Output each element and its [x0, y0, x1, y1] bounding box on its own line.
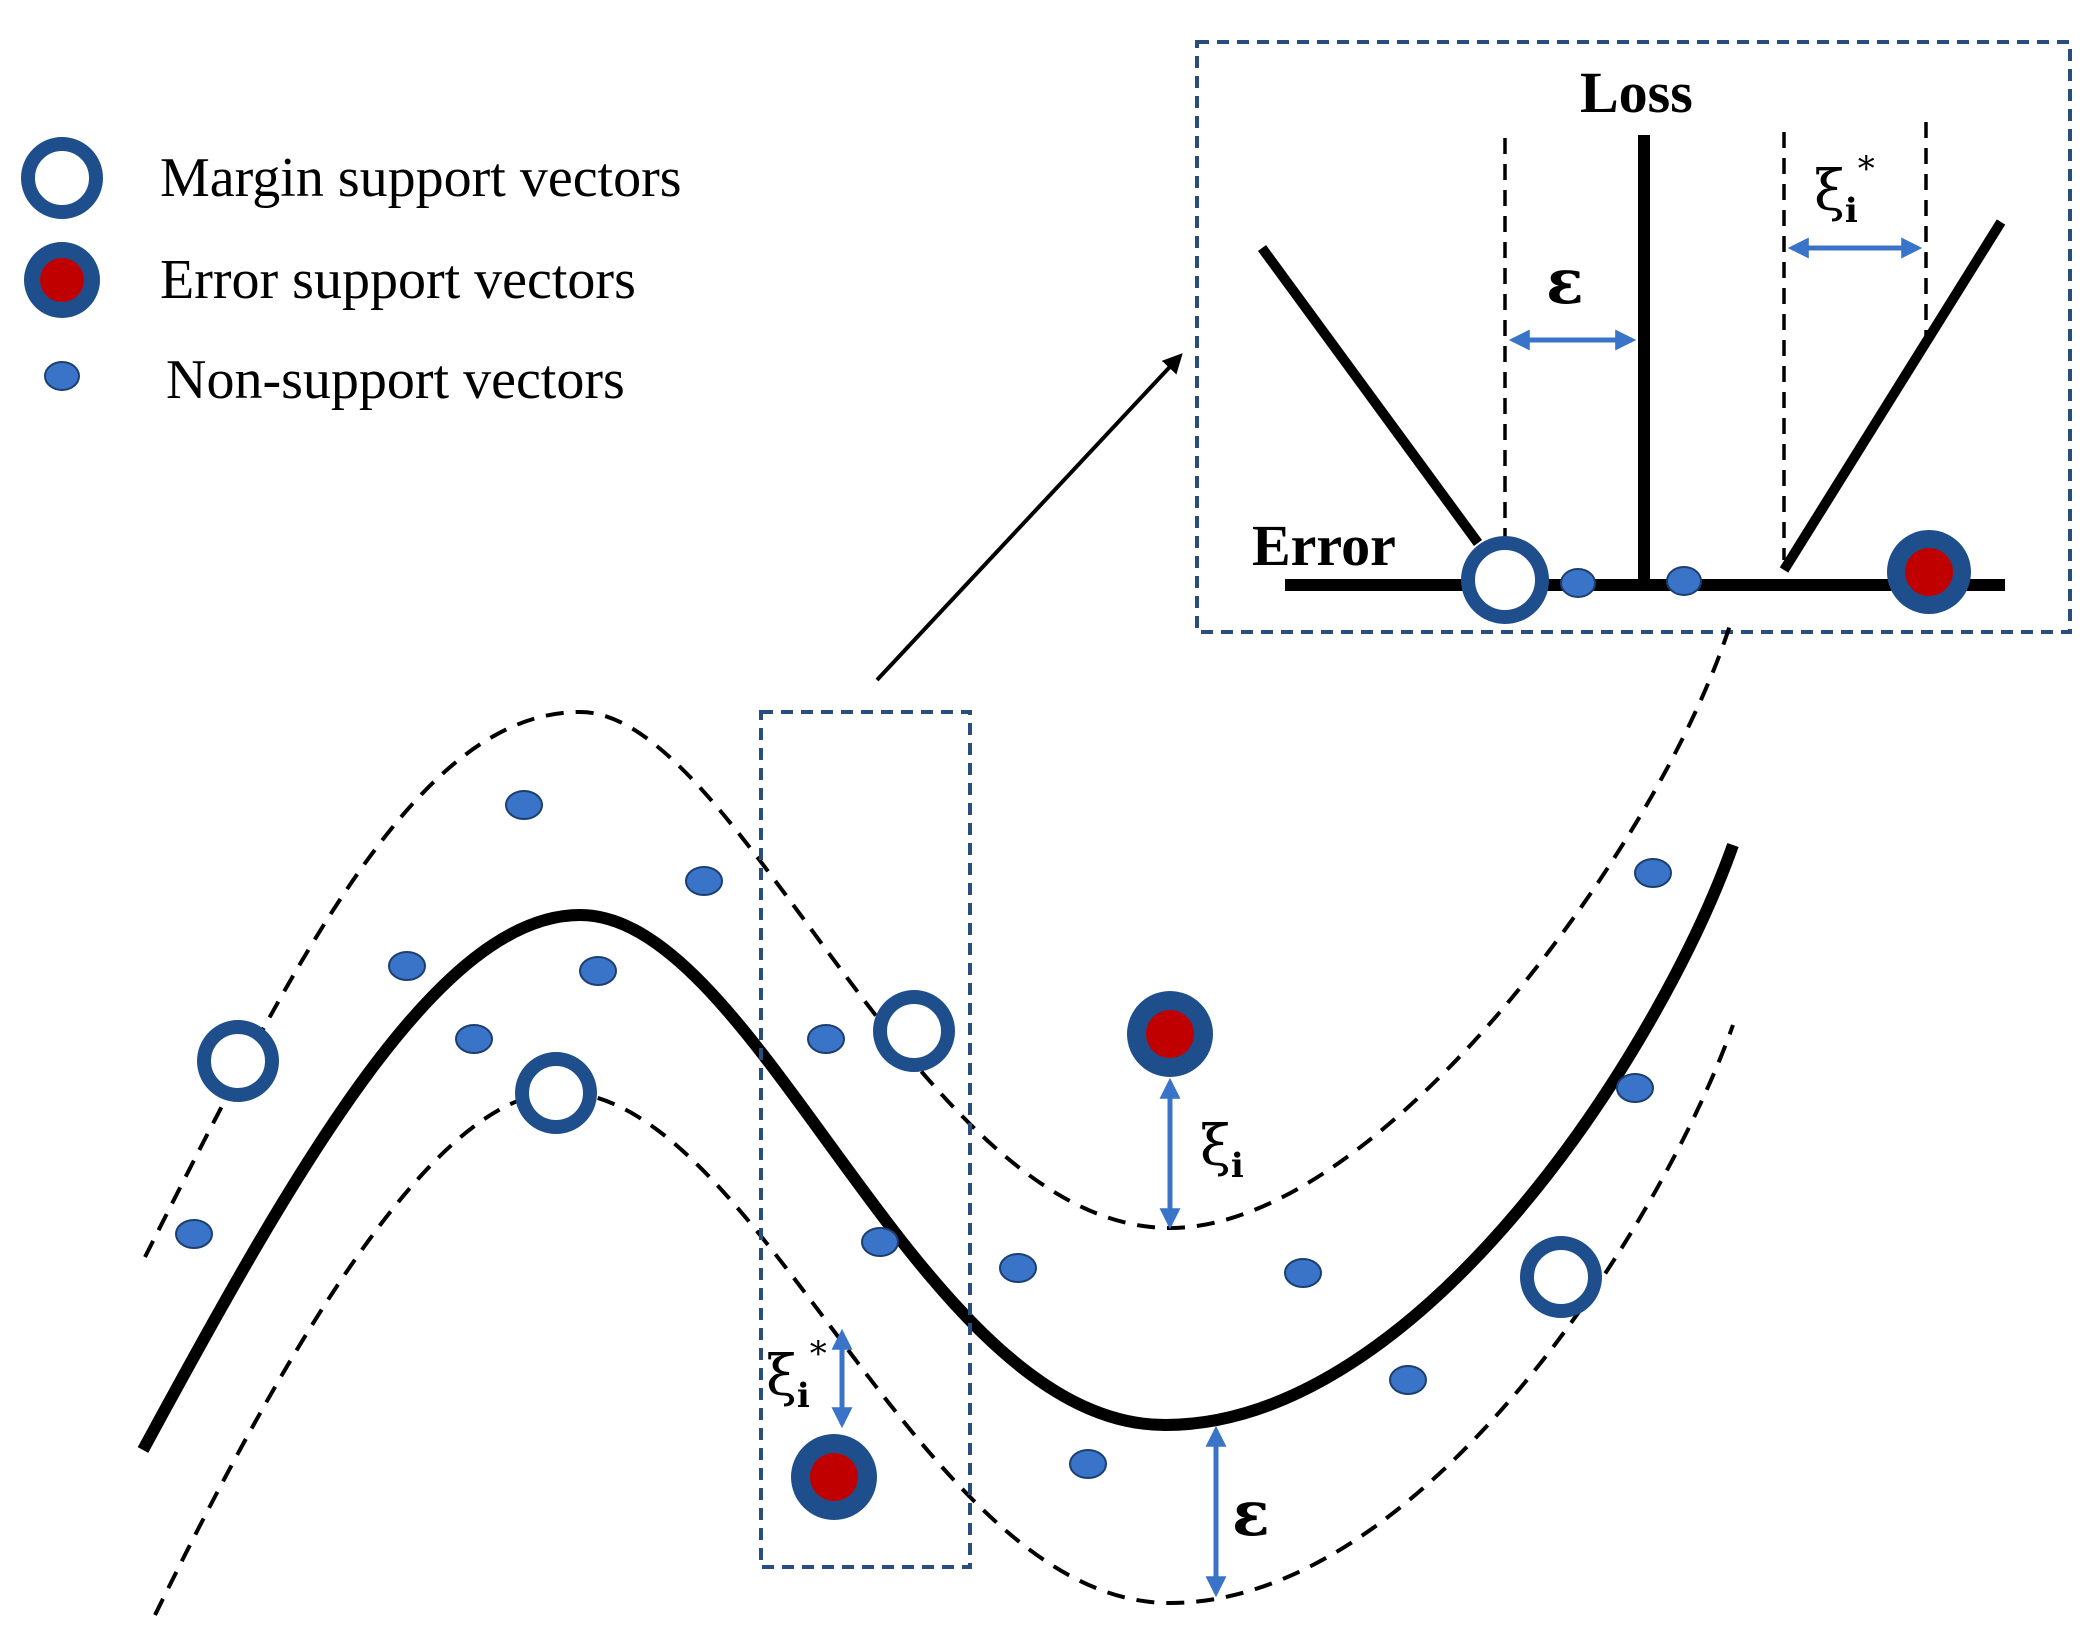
inset-border [1195, 40, 2072, 634]
inset-xi-star-sup: * [1858, 149, 1875, 189]
xi-star-sub: i [797, 1376, 810, 1416]
inset-epsilon-label: ε [1546, 245, 1584, 318]
xi-base: ξ [1200, 1114, 1231, 1179]
loss-label: Loss [1580, 60, 1693, 125]
inset-xi-star-label: ξi* [1814, 149, 1875, 231]
margin-support-vector [873, 990, 955, 1072]
xi-star-base: ξ [766, 1344, 797, 1409]
legend-item-error: Error support vectors [24, 242, 636, 318]
loss-right-arm [1779, 219, 2006, 573]
margin-support-vector [515, 1052, 597, 1134]
legend-item-margin: Margin support vectors [21, 137, 682, 219]
legend-label-non: Non-support vectors [166, 349, 625, 411]
margin-support-vector-icon [21, 137, 103, 219]
non-support-vector [175, 1219, 213, 1249]
error-label: Error [1252, 513, 1396, 578]
non-support-vector [1616, 1073, 1654, 1103]
error-support-vector-core [810, 1453, 858, 1501]
non-support-vector [388, 951, 426, 981]
xi-label: ξi [1200, 1114, 1244, 1186]
non-support-vector [579, 956, 617, 986]
legend: Margin support vectors Error support vec… [21, 137, 682, 411]
non-support-vector [1389, 1365, 1427, 1395]
loss-inset: Loss Error ε ξi* [1195, 40, 2072, 634]
non-support-vector [999, 1253, 1037, 1283]
callout-arrow [875, 353, 1183, 682]
inset-non-support-vector [1666, 566, 1702, 596]
non-support-vector-icon [44, 361, 80, 391]
non-support-vector [807, 1024, 845, 1054]
error-support-vector-core [1146, 1010, 1194, 1058]
lower-epsilon-boundary [153, 1024, 1735, 1616]
upper-epsilon-boundary [143, 624, 1732, 1258]
error-support-vector-core [40, 258, 84, 302]
selection-window [759, 710, 972, 1569]
non-support-vector [1634, 858, 1672, 888]
regression-curve [137, 842, 1739, 1453]
non-support-vector [505, 790, 543, 820]
non-support-vector [861, 1227, 899, 1257]
non-support-vector [455, 1024, 493, 1054]
inset-xi-star-sub: i [1845, 191, 1858, 231]
non-support-vectors [175, 790, 1672, 1479]
legend-label-margin: Margin support vectors [160, 147, 682, 209]
inset-margin-support-vector [1461, 536, 1549, 624]
legend-label-error: Error support vectors [160, 249, 636, 311]
non-support-vector [685, 866, 723, 896]
inset-xi-star-base: ξ [1814, 159, 1845, 224]
xi-star-label: ξi* [766, 1334, 827, 1416]
regression-plot: ξi ξi* ε [137, 624, 1739, 1616]
xi-sub: i [1231, 1146, 1244, 1186]
legend-item-non: Non-support vectors [44, 349, 625, 411]
margin-support-vector [1520, 1236, 1602, 1318]
inset-error-support-vector-core [1905, 548, 1953, 596]
non-support-vector [1284, 1258, 1322, 1288]
loss-left-arm [1257, 245, 1483, 546]
xi-star-sup: * [810, 1334, 827, 1374]
non-support-vector [1069, 1449, 1107, 1479]
margin-support-vector [197, 1020, 279, 1102]
epsilon-label: ε [1232, 1477, 1270, 1550]
inset-non-support-vector [1560, 568, 1596, 598]
